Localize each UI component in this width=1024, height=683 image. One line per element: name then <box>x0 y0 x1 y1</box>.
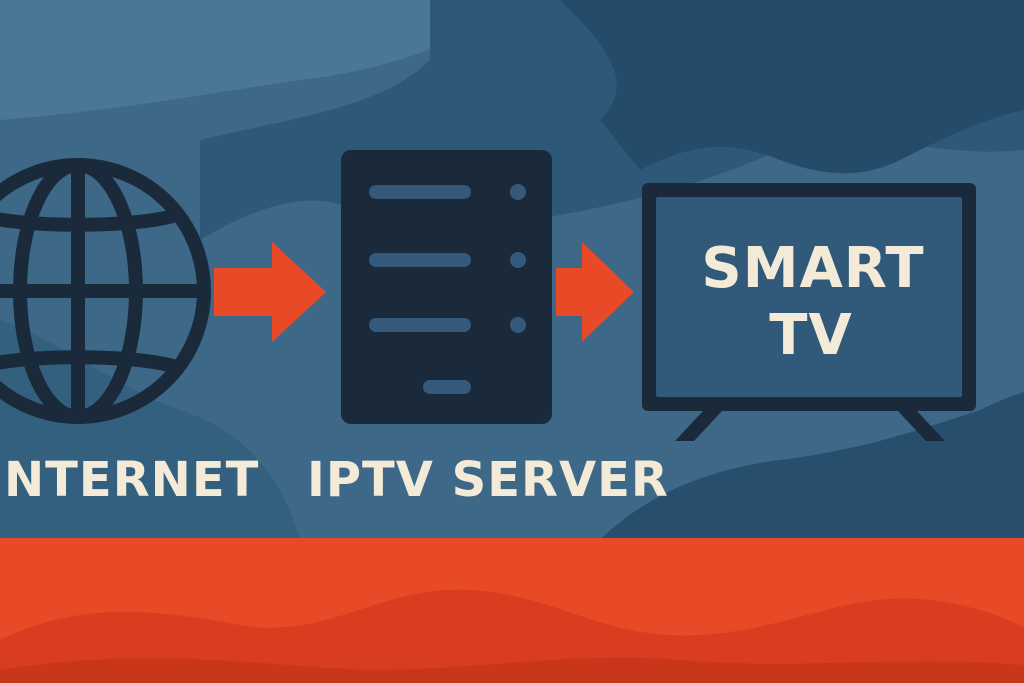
tv-leg-right <box>898 411 945 441</box>
bottom-band-wave-deep <box>0 657 1024 683</box>
background-wave-light <box>0 0 520 120</box>
tv-screen <box>656 197 962 397</box>
tv-leg-left <box>675 411 722 441</box>
server-led-2 <box>510 252 526 268</box>
arrow-shape <box>556 242 634 342</box>
globe-latitude-bottom <box>0 350 179 374</box>
bottom-band-wave <box>0 589 1024 683</box>
tv-label-line2: TV <box>769 303 853 368</box>
internet-label: NTERNET <box>4 452 259 508</box>
server-slot-1 <box>369 185 471 199</box>
server-slot-3 <box>369 318 471 332</box>
server-led-3 <box>510 317 526 333</box>
globe-icon <box>0 158 211 424</box>
tv-icon: SMART TV <box>642 183 976 441</box>
arrow-shape <box>214 242 326 342</box>
arrow-internet-to-server <box>214 242 326 342</box>
background-wave-dark <box>560 0 1024 174</box>
globe-latitude-top <box>0 208 179 232</box>
server-body <box>341 150 552 424</box>
arrow-server-to-tv <box>556 242 634 342</box>
server-slot-4 <box>423 380 471 394</box>
server-led-1 <box>510 184 526 200</box>
server-label: IPTV SERVER <box>307 452 669 508</box>
background-wave-bottom <box>600 392 1024 540</box>
server-icon <box>341 150 552 424</box>
tv-label-line1: SMART <box>701 236 924 301</box>
server-slot-2 <box>369 253 471 267</box>
bottom-band <box>0 538 1024 683</box>
